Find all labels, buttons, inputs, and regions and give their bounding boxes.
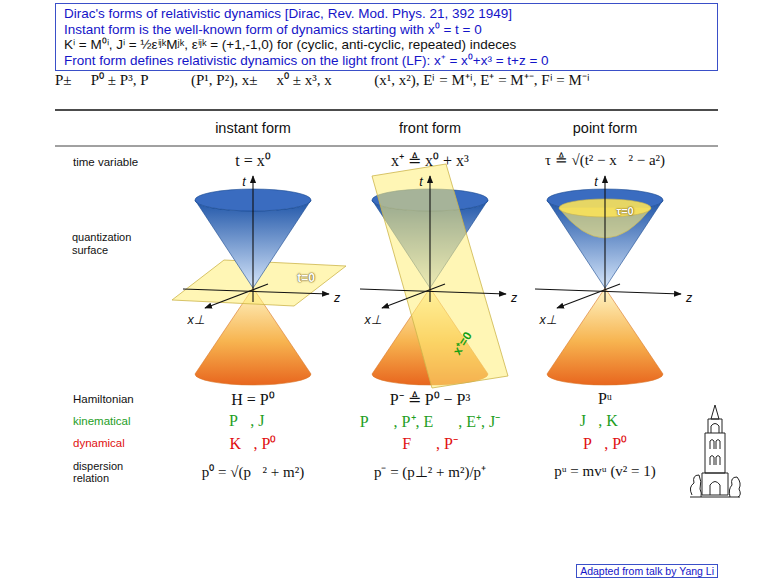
axis — [382, 284, 445, 308]
axis-label: z — [511, 291, 517, 305]
tower-stroke — [705, 433, 725, 473]
row-label: dynamical — [73, 437, 125, 449]
axis-label: x⊥ — [364, 312, 381, 327]
table-cell: P⃗⊥, P⁺, E⃗⊥, E⁺, J⁻ — [360, 410, 500, 432]
tower-stroke — [711, 405, 719, 419]
axis — [604, 176, 605, 302]
row-label: quantization surface — [72, 231, 144, 257]
point-cone — [535, 176, 681, 385]
table-cell: P⃗, P⁰ — [583, 432, 627, 454]
header-line: Instant form is the well-known form of d… — [64, 22, 709, 38]
axis-label: x⊥ — [539, 312, 556, 327]
tower-stroke — [711, 424, 719, 434]
header-box: Dirac's forms of relativistic dynamics [… — [55, 3, 718, 71]
lower-cone — [547, 288, 663, 385]
axis — [183, 289, 329, 294]
column-heading: point form — [573, 120, 637, 136]
header-line: Kⁱ = M⁰ⁱ, Jⁱ = ½εⁱʲᵏMʲᵏ, εⁱʲᵏ = (+1,-1,0… — [64, 37, 709, 53]
tower-stroke — [702, 473, 728, 495]
tower-stroke — [708, 419, 722, 433]
surface-label: t=0 — [297, 271, 315, 285]
light-front-plane — [372, 164, 508, 388]
axis-label: z — [686, 291, 692, 305]
table-cell: Pᵘ — [598, 390, 612, 408]
credit-box: Adapted from talk by Yang Li — [576, 564, 718, 578]
tower-stroke — [690, 475, 701, 497]
rule — [55, 146, 718, 147]
tower-stroke — [710, 482, 720, 496]
tower-stroke — [729, 477, 740, 497]
table-cell: P⁻ ≜ P⁰ − P³ — [390, 388, 471, 410]
rule — [55, 109, 718, 111]
axis — [535, 289, 681, 294]
credit-text: Adapted from talk by Yang Li — [580, 565, 714, 577]
axis — [360, 289, 506, 294]
tower-stroke — [690, 497, 740, 498]
definitions: P± ≜ P⁰ ± P³, P⃗⊥ ≜ (P¹, P²), x± ≜ x⁰ ± … — [55, 71, 615, 89]
tower-stroke — [710, 456, 720, 466]
axis — [429, 176, 430, 302]
axis — [557, 284, 620, 308]
table-cell: H = P⁰ — [231, 388, 274, 410]
table-cell: K⃗, P⁰ — [230, 432, 277, 454]
table-cell: P⃗, J⃗ — [229, 412, 277, 430]
table-cell: F⃗⊥, P⁻ — [402, 432, 458, 454]
table-cell: pᵘ = mvᵘ (v² = 1) — [554, 463, 656, 480]
column-heading: instant form — [215, 120, 291, 136]
axis — [252, 176, 253, 302]
surface-label: τ=0 — [616, 205, 633, 217]
row-label: time variable — [73, 156, 138, 168]
table-cell: x⁺ ≜ x⁰ + x³ — [391, 149, 469, 171]
row-label: Hamiltonian — [73, 393, 134, 405]
tower-stroke — [710, 440, 720, 450]
table-cell: p⁻ = (p⊥² + m²)/p⁺ — [374, 461, 486, 481]
tower-logo — [690, 405, 740, 497]
axis-label: x⊥ — [187, 312, 204, 327]
header-line: Front form defines relativistic dynamics… — [64, 53, 709, 69]
header-line: Dirac's forms of relativistic dynamics [… — [64, 6, 709, 22]
column-heading: front form — [399, 120, 461, 136]
axis-label: t — [419, 175, 422, 189]
row-label: dispersion relation — [73, 460, 135, 484]
axis — [205, 284, 268, 308]
table-cell: τ ≜ √(t² − x⃗² − a²) — [545, 151, 665, 169]
axis-label: z — [334, 291, 340, 305]
surface-label: x⁺=0 — [448, 328, 475, 358]
axis-label: t — [242, 175, 245, 189]
row-label: kinematical — [73, 415, 131, 427]
instant-cone — [172, 176, 346, 385]
table-cell: p⁰ = √(p⃗² + m²) — [202, 461, 304, 481]
axis-label: t — [594, 175, 597, 189]
table-cell: t = x⁰ — [235, 149, 270, 171]
front-cone — [360, 164, 508, 388]
table-cell: J⃗, K⃗ — [580, 412, 631, 430]
